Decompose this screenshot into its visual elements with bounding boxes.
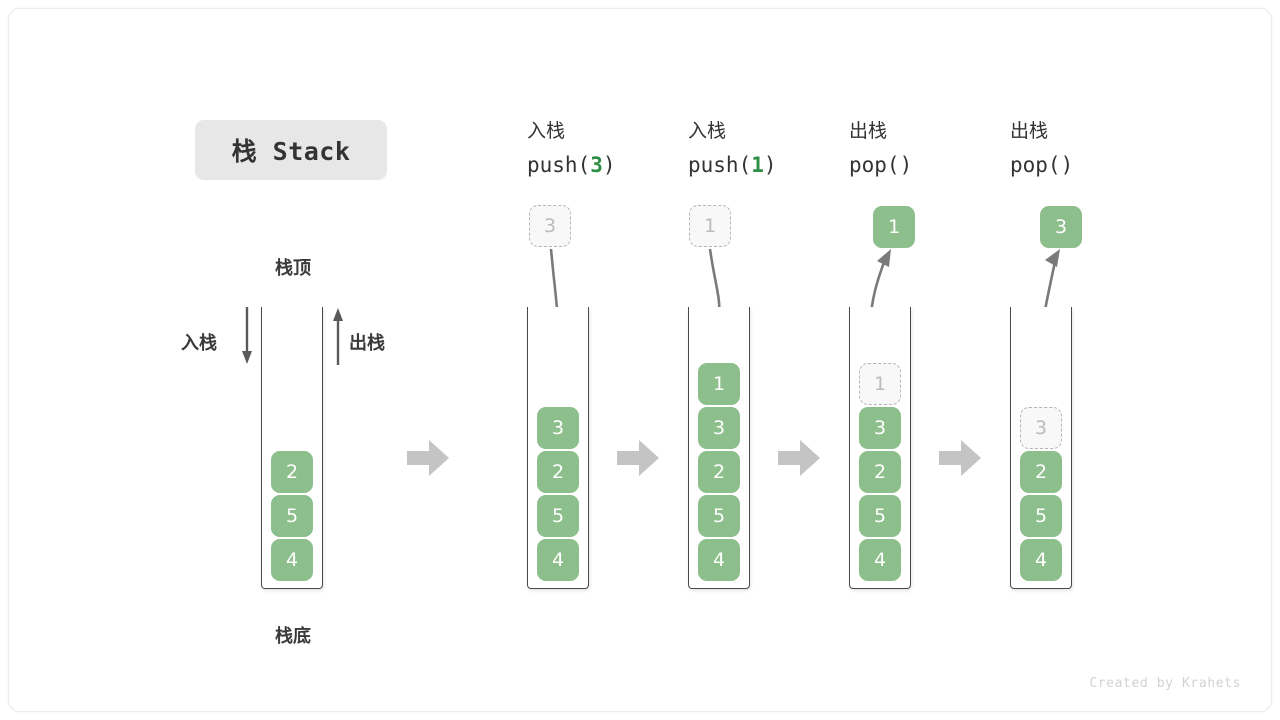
stack-element: 2 xyxy=(271,451,313,493)
flow-arrow-icon-2 xyxy=(617,440,659,476)
column-header-push-3: 入栈 push(3) xyxy=(527,117,616,182)
column-header-code-4: pop() xyxy=(1010,153,1074,178)
pop-side-label: 出栈 xyxy=(349,333,385,353)
stack-element: 4 xyxy=(698,539,740,581)
column-header-cn-2: 入栈 xyxy=(688,121,727,142)
column-header-cn-3: 出栈 xyxy=(849,121,888,142)
stack-element: 4 xyxy=(859,539,901,581)
stack-ghost-element: 1 xyxy=(859,363,901,405)
stack-element: 4 xyxy=(537,539,579,581)
title-text: 栈 Stack xyxy=(231,137,351,166)
column-header-cn-1: 入栈 xyxy=(527,121,566,142)
stack-element: 4 xyxy=(271,539,313,581)
stack-element: 2 xyxy=(537,451,579,493)
flow-arrow-icon-3 xyxy=(778,440,820,476)
flow-arrow-icon-4 xyxy=(939,440,981,476)
title-badge: 栈 Stack xyxy=(195,120,387,180)
push-direction-arrow-icon xyxy=(242,307,252,364)
column-header-code-1: push(3) xyxy=(527,153,616,178)
stack-bottom-label: 栈底 xyxy=(275,626,311,646)
stack-element: 2 xyxy=(698,451,740,493)
stack-element: 3 xyxy=(698,407,740,449)
pop-direction-arrow-icon xyxy=(333,308,343,365)
stack-ghost-element: 3 xyxy=(1020,407,1062,449)
stack-element: 4 xyxy=(1020,539,1062,581)
footer-credit: Created by Krahets xyxy=(1089,676,1241,691)
stack-element: 5 xyxy=(537,495,579,537)
popped-box-3: 1 xyxy=(873,206,915,248)
stack-element: 5 xyxy=(698,495,740,537)
stack-element: 1 xyxy=(698,363,740,405)
column-header-cn-4: 出栈 xyxy=(1010,121,1049,142)
column-header-pop-3: 出栈 pop() xyxy=(1010,117,1073,182)
stack-element: 2 xyxy=(1020,451,1062,493)
floating-ghost-box-2: 1 xyxy=(689,205,731,247)
column-header-push-1: 入栈 push(1) xyxy=(688,117,777,182)
stack-element: 3 xyxy=(859,407,901,449)
column-header-code-2: push(1) xyxy=(688,153,777,178)
column-header-pop-1: 出栈 pop() xyxy=(849,117,912,182)
stack-top-label: 栈顶 xyxy=(275,258,311,278)
stack-element: 5 xyxy=(1020,495,1062,537)
stack-element: 5 xyxy=(859,495,901,537)
stack-element: 2 xyxy=(859,451,901,493)
stack-element: 5 xyxy=(271,495,313,537)
push-side-label: 入栈 xyxy=(181,333,217,353)
column-header-code-3: pop() xyxy=(849,153,913,178)
stack-element: 3 xyxy=(537,407,579,449)
popped-box-4: 3 xyxy=(1040,206,1082,248)
floating-ghost-box-1: 3 xyxy=(529,205,571,247)
flow-arrow-icon-1 xyxy=(407,440,449,476)
